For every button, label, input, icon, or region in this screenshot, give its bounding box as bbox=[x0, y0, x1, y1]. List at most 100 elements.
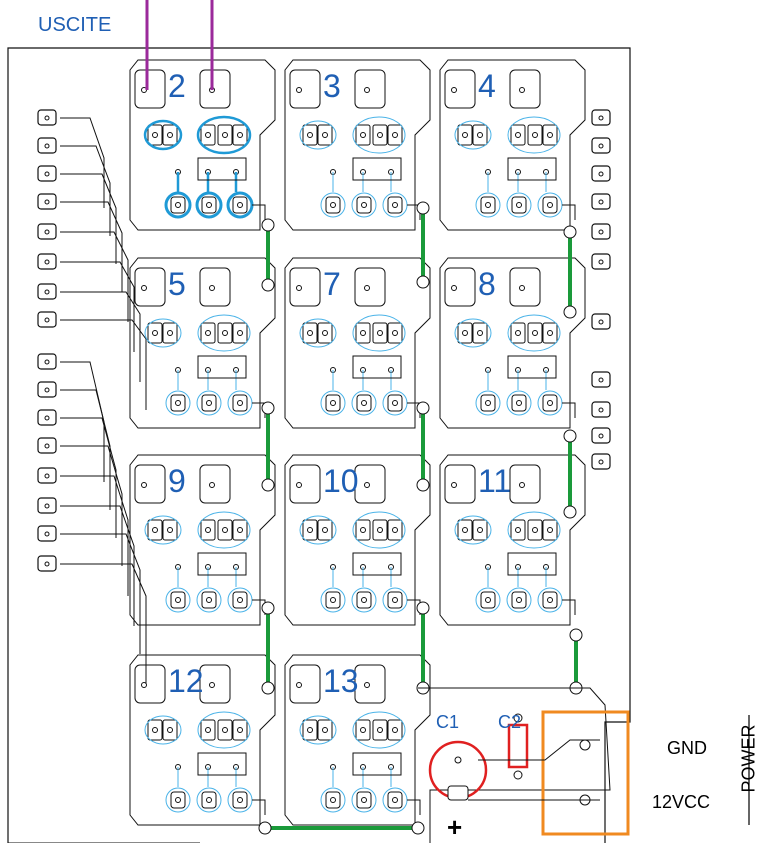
relay-module-9 bbox=[129, 454, 276, 626]
edge-trace bbox=[60, 389, 111, 510]
relay-pad-hole bbox=[152, 330, 158, 336]
module-header-hole bbox=[209, 285, 215, 291]
jumper-pad bbox=[411, 821, 425, 835]
output-pad-hole bbox=[516, 400, 522, 406]
relay-pad-hole bbox=[392, 330, 398, 336]
transistor-footprint bbox=[352, 355, 402, 379]
edge-trace bbox=[60, 117, 105, 208]
relay-pad bbox=[510, 322, 526, 344]
output-pad bbox=[480, 591, 496, 609]
transistor-footprint bbox=[507, 157, 557, 181]
relay-pad-hole bbox=[462, 330, 468, 336]
c1-label: C1 bbox=[436, 712, 460, 732]
relay-pad bbox=[472, 519, 488, 541]
edge-pad bbox=[37, 311, 57, 328]
relay-coil-ring bbox=[144, 515, 182, 545]
output-pad-hole bbox=[330, 797, 336, 803]
edge-pad bbox=[37, 381, 57, 398]
output-pad-hole bbox=[361, 597, 367, 603]
jumper-pad bbox=[416, 275, 430, 289]
edge-trace bbox=[60, 475, 129, 596]
edge-pad-right-hole bbox=[598, 143, 604, 149]
relay-modules bbox=[129, 0, 586, 826]
module-trace bbox=[252, 799, 266, 815]
output-pad-hole bbox=[516, 597, 522, 603]
jumper-pad bbox=[258, 821, 272, 835]
edge-pad-right-hole bbox=[598, 433, 604, 439]
output-pad-ring bbox=[351, 192, 377, 218]
relay-pad bbox=[355, 322, 371, 344]
output-pad bbox=[387, 196, 403, 214]
output-pad-hole bbox=[237, 797, 243, 803]
transistor-footprint bbox=[352, 157, 402, 181]
relay-pad bbox=[217, 519, 233, 541]
output-pad-ring bbox=[195, 191, 223, 219]
relay-pad bbox=[510, 519, 526, 541]
relay-coil-ring bbox=[299, 715, 337, 745]
relay-pad-hole bbox=[360, 527, 366, 533]
module-header-hole bbox=[364, 682, 370, 688]
relay-pad-hole bbox=[377, 527, 383, 533]
module-trace bbox=[562, 204, 576, 220]
edge-pad-right-hole bbox=[598, 115, 604, 121]
output-pad-hole bbox=[547, 400, 553, 406]
relay-pad bbox=[200, 322, 216, 344]
edge-pad bbox=[37, 555, 57, 572]
relay-module-12 bbox=[129, 654, 276, 826]
edge-pad-hole bbox=[44, 473, 50, 479]
edge-pad-hole bbox=[44, 443, 50, 449]
edge-pad-right bbox=[591, 193, 611, 210]
gnd-trace bbox=[478, 739, 600, 761]
module-number-9: 9 bbox=[168, 463, 186, 499]
relay-pad-hole bbox=[307, 727, 313, 733]
relay-pad bbox=[317, 719, 333, 741]
edge-trace bbox=[60, 361, 105, 482]
output-pad bbox=[542, 196, 558, 214]
module-header-left bbox=[134, 664, 166, 704]
jumper-pad bbox=[416, 601, 430, 615]
output-pad-hole bbox=[330, 400, 336, 406]
jumper-pad bbox=[261, 478, 275, 492]
module-header-hole bbox=[364, 482, 370, 488]
module-header-left bbox=[289, 69, 321, 109]
output-pad-ring bbox=[351, 787, 377, 813]
relay-pad-hole bbox=[307, 132, 313, 138]
jumper-pad bbox=[569, 628, 583, 642]
output-pad bbox=[232, 791, 248, 809]
relay-pad bbox=[387, 519, 403, 541]
jumper-pad bbox=[261, 401, 275, 415]
jumper-pad bbox=[416, 401, 430, 415]
edge-pad-right bbox=[591, 253, 611, 270]
relay-contact-ring bbox=[507, 116, 561, 154]
module-header-left bbox=[444, 69, 476, 109]
module-trace bbox=[252, 204, 266, 220]
relay-pad-hole bbox=[307, 527, 313, 533]
edge-pad-hole bbox=[44, 171, 50, 177]
relay-pad bbox=[317, 519, 333, 541]
module-number-12: 12 bbox=[168, 663, 204, 699]
edge-pad-right-hole bbox=[598, 377, 604, 383]
module-number-13: 13 bbox=[323, 663, 359, 699]
edge-pad bbox=[37, 165, 57, 182]
edge-trace bbox=[60, 445, 123, 566]
module-header-left bbox=[444, 464, 476, 504]
output-pad-hole bbox=[361, 797, 367, 803]
relay-pad-hole bbox=[360, 330, 366, 336]
module-header-right bbox=[354, 464, 386, 504]
edge-trace bbox=[60, 201, 123, 292]
module-outline bbox=[129, 59, 276, 231]
module-header-hole bbox=[296, 482, 302, 488]
jumper-pad bbox=[416, 201, 430, 215]
edge-pad-right bbox=[591, 109, 611, 126]
module-header-hole bbox=[364, 87, 370, 93]
output-pad bbox=[356, 791, 372, 809]
relay-pad bbox=[162, 124, 178, 146]
relay-pad-hole bbox=[515, 330, 521, 336]
jumper-pad bbox=[261, 278, 275, 292]
edge-pad bbox=[37, 223, 57, 240]
output-pad-hole bbox=[547, 597, 553, 603]
output-pad bbox=[542, 394, 558, 412]
module-trace bbox=[562, 599, 576, 615]
module-trace bbox=[562, 402, 576, 418]
output-pad bbox=[201, 591, 217, 609]
